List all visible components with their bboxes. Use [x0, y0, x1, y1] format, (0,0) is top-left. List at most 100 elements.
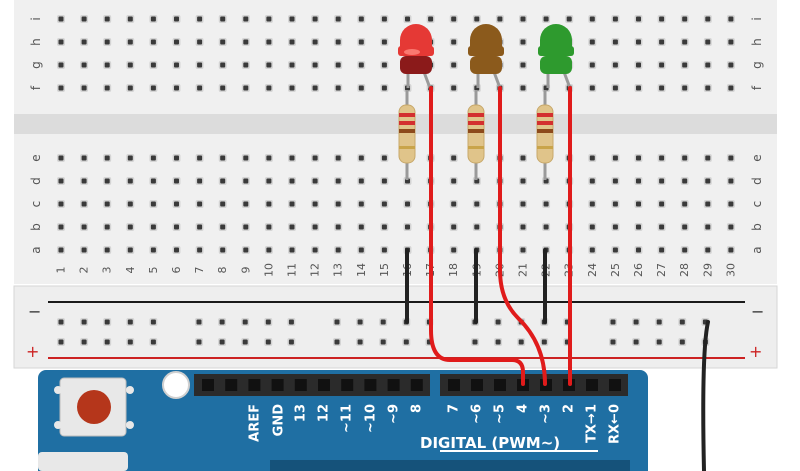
breadboard-hole[interactable] — [588, 223, 597, 231]
breadboard-hole[interactable] — [380, 154, 389, 162]
breadboard-hole[interactable] — [334, 154, 343, 162]
header-socket[interactable] — [448, 379, 460, 391]
resistor-3[interactable] — [536, 90, 554, 180]
header-socket[interactable] — [341, 379, 354, 391]
breadboard-hole[interactable] — [703, 154, 712, 162]
breadboard-hole[interactable] — [311, 200, 320, 208]
breadboard-hole[interactable] — [334, 246, 343, 254]
breadboard-hole[interactable] — [494, 318, 503, 326]
breadboard-hole[interactable] — [149, 38, 158, 46]
breadboard-hole[interactable] — [172, 61, 181, 69]
breadboard-hole[interactable] — [218, 223, 227, 231]
breadboard-hole[interactable] — [80, 177, 89, 185]
breadboard-hole[interactable] — [311, 38, 320, 46]
breadboard-hole[interactable] — [264, 223, 273, 231]
breadboard-hole[interactable] — [149, 338, 158, 346]
breadboard-hole[interactable] — [519, 200, 527, 208]
breadboard-hole[interactable] — [680, 15, 689, 23]
breadboard-hole[interactable] — [57, 200, 65, 208]
breadboard-hole[interactable] — [57, 84, 65, 92]
breadboard-hole[interactable] — [172, 223, 181, 231]
breadboard-hole[interactable] — [288, 84, 296, 92]
breadboard-hole[interactable] — [611, 154, 620, 162]
breadboard-hole[interactable] — [703, 61, 712, 69]
breadboard-hole[interactable] — [218, 15, 227, 23]
breadboard-hole[interactable] — [680, 246, 689, 254]
breadboard-hole[interactable] — [632, 318, 641, 326]
breadboard-hole[interactable] — [126, 223, 135, 231]
breadboard-hole[interactable] — [657, 200, 666, 208]
breadboard-hole[interactable] — [634, 84, 643, 92]
breadboard-hole[interactable] — [472, 15, 481, 23]
breadboard-hole[interactable] — [403, 223, 412, 231]
breadboard-hole[interactable] — [403, 200, 412, 208]
breadboard-hole[interactable] — [103, 61, 112, 69]
breadboard-hole[interactable] — [241, 61, 250, 69]
signal-wires[interactable] — [429, 86, 572, 386]
header-socket[interactable] — [202, 379, 214, 391]
breadboard-hole[interactable] — [126, 200, 135, 208]
breadboard-hole[interactable] — [195, 177, 204, 185]
breadboard-hole[interactable] — [172, 200, 181, 208]
breadboard-hole[interactable] — [149, 84, 158, 92]
breadboard-hole[interactable] — [655, 318, 664, 326]
breadboard-hole[interactable] — [311, 15, 320, 23]
breadboard-hole[interactable] — [449, 38, 458, 46]
breadboard-hole[interactable] — [519, 38, 527, 46]
breadboard-hole[interactable] — [657, 154, 666, 162]
breadboard-hole[interactable] — [611, 61, 620, 69]
breadboard-hole[interactable] — [449, 15, 458, 23]
breadboard-hole[interactable] — [103, 318, 112, 326]
breadboard-hole[interactable] — [288, 61, 296, 69]
breadboard-hole[interactable] — [703, 15, 712, 23]
header-socket[interactable] — [364, 379, 377, 391]
breadboard-hole[interactable] — [634, 15, 643, 23]
breadboard-hole[interactable] — [311, 177, 320, 185]
breadboard-hole[interactable] — [80, 318, 89, 326]
breadboard-hole[interactable] — [334, 15, 343, 23]
breadboard-hole[interactable] — [334, 223, 343, 231]
breadboard-hole[interactable] — [334, 38, 343, 46]
breadboard-hole[interactable] — [311, 154, 320, 162]
breadboard-hole[interactable] — [241, 38, 250, 46]
breadboard-hole[interactable] — [519, 246, 527, 254]
breadboard-hole[interactable] — [80, 38, 89, 46]
header-socket[interactable] — [494, 379, 506, 391]
breadboard-hole[interactable] — [449, 223, 458, 231]
breadboard-hole[interactable] — [126, 15, 135, 23]
breadboard-hole[interactable] — [680, 154, 689, 162]
breadboard-hole[interactable] — [264, 200, 273, 208]
breadboard-hole[interactable] — [356, 338, 365, 346]
red-led[interactable] — [398, 24, 434, 89]
breadboard-hole[interactable] — [449, 154, 458, 162]
breadboard-hole[interactable] — [726, 15, 735, 23]
breadboard-hole[interactable] — [57, 61, 65, 69]
breadboard-hole[interactable] — [634, 61, 643, 69]
breadboard-hole[interactable] — [380, 84, 389, 92]
breadboard-hole[interactable] — [380, 246, 389, 254]
breadboard-hole[interactable] — [357, 61, 366, 69]
header-socket[interactable] — [225, 379, 238, 391]
breadboard-hole[interactable] — [542, 200, 551, 208]
breadboard-hole[interactable] — [264, 246, 273, 254]
breadboard-hole[interactable] — [634, 154, 643, 162]
breadboard-hole[interactable] — [357, 223, 366, 231]
yellow-led[interactable] — [468, 24, 504, 89]
breadboard-hole[interactable] — [241, 154, 250, 162]
breadboard-hole[interactable] — [357, 154, 366, 162]
breadboard-hole[interactable] — [703, 38, 712, 46]
breadboard-hole[interactable] — [288, 200, 296, 208]
breadboard-hole[interactable] — [680, 223, 689, 231]
breadboard-hole[interactable] — [80, 154, 89, 162]
breadboard-hole[interactable] — [218, 338, 227, 346]
breadboard-hole[interactable] — [611, 246, 620, 254]
breadboard-hole[interactable] — [264, 84, 273, 92]
breadboard-hole[interactable] — [588, 177, 597, 185]
ground-wire-arduino[interactable] — [701, 320, 710, 471]
breadboard-hole[interactable] — [357, 15, 366, 23]
breadboard-hole[interactable] — [126, 154, 135, 162]
breadboard-hole[interactable] — [126, 38, 135, 46]
breadboard-hole[interactable] — [149, 200, 158, 208]
breadboard-hole[interactable] — [657, 177, 666, 185]
breadboard-hole[interactable] — [288, 223, 296, 231]
